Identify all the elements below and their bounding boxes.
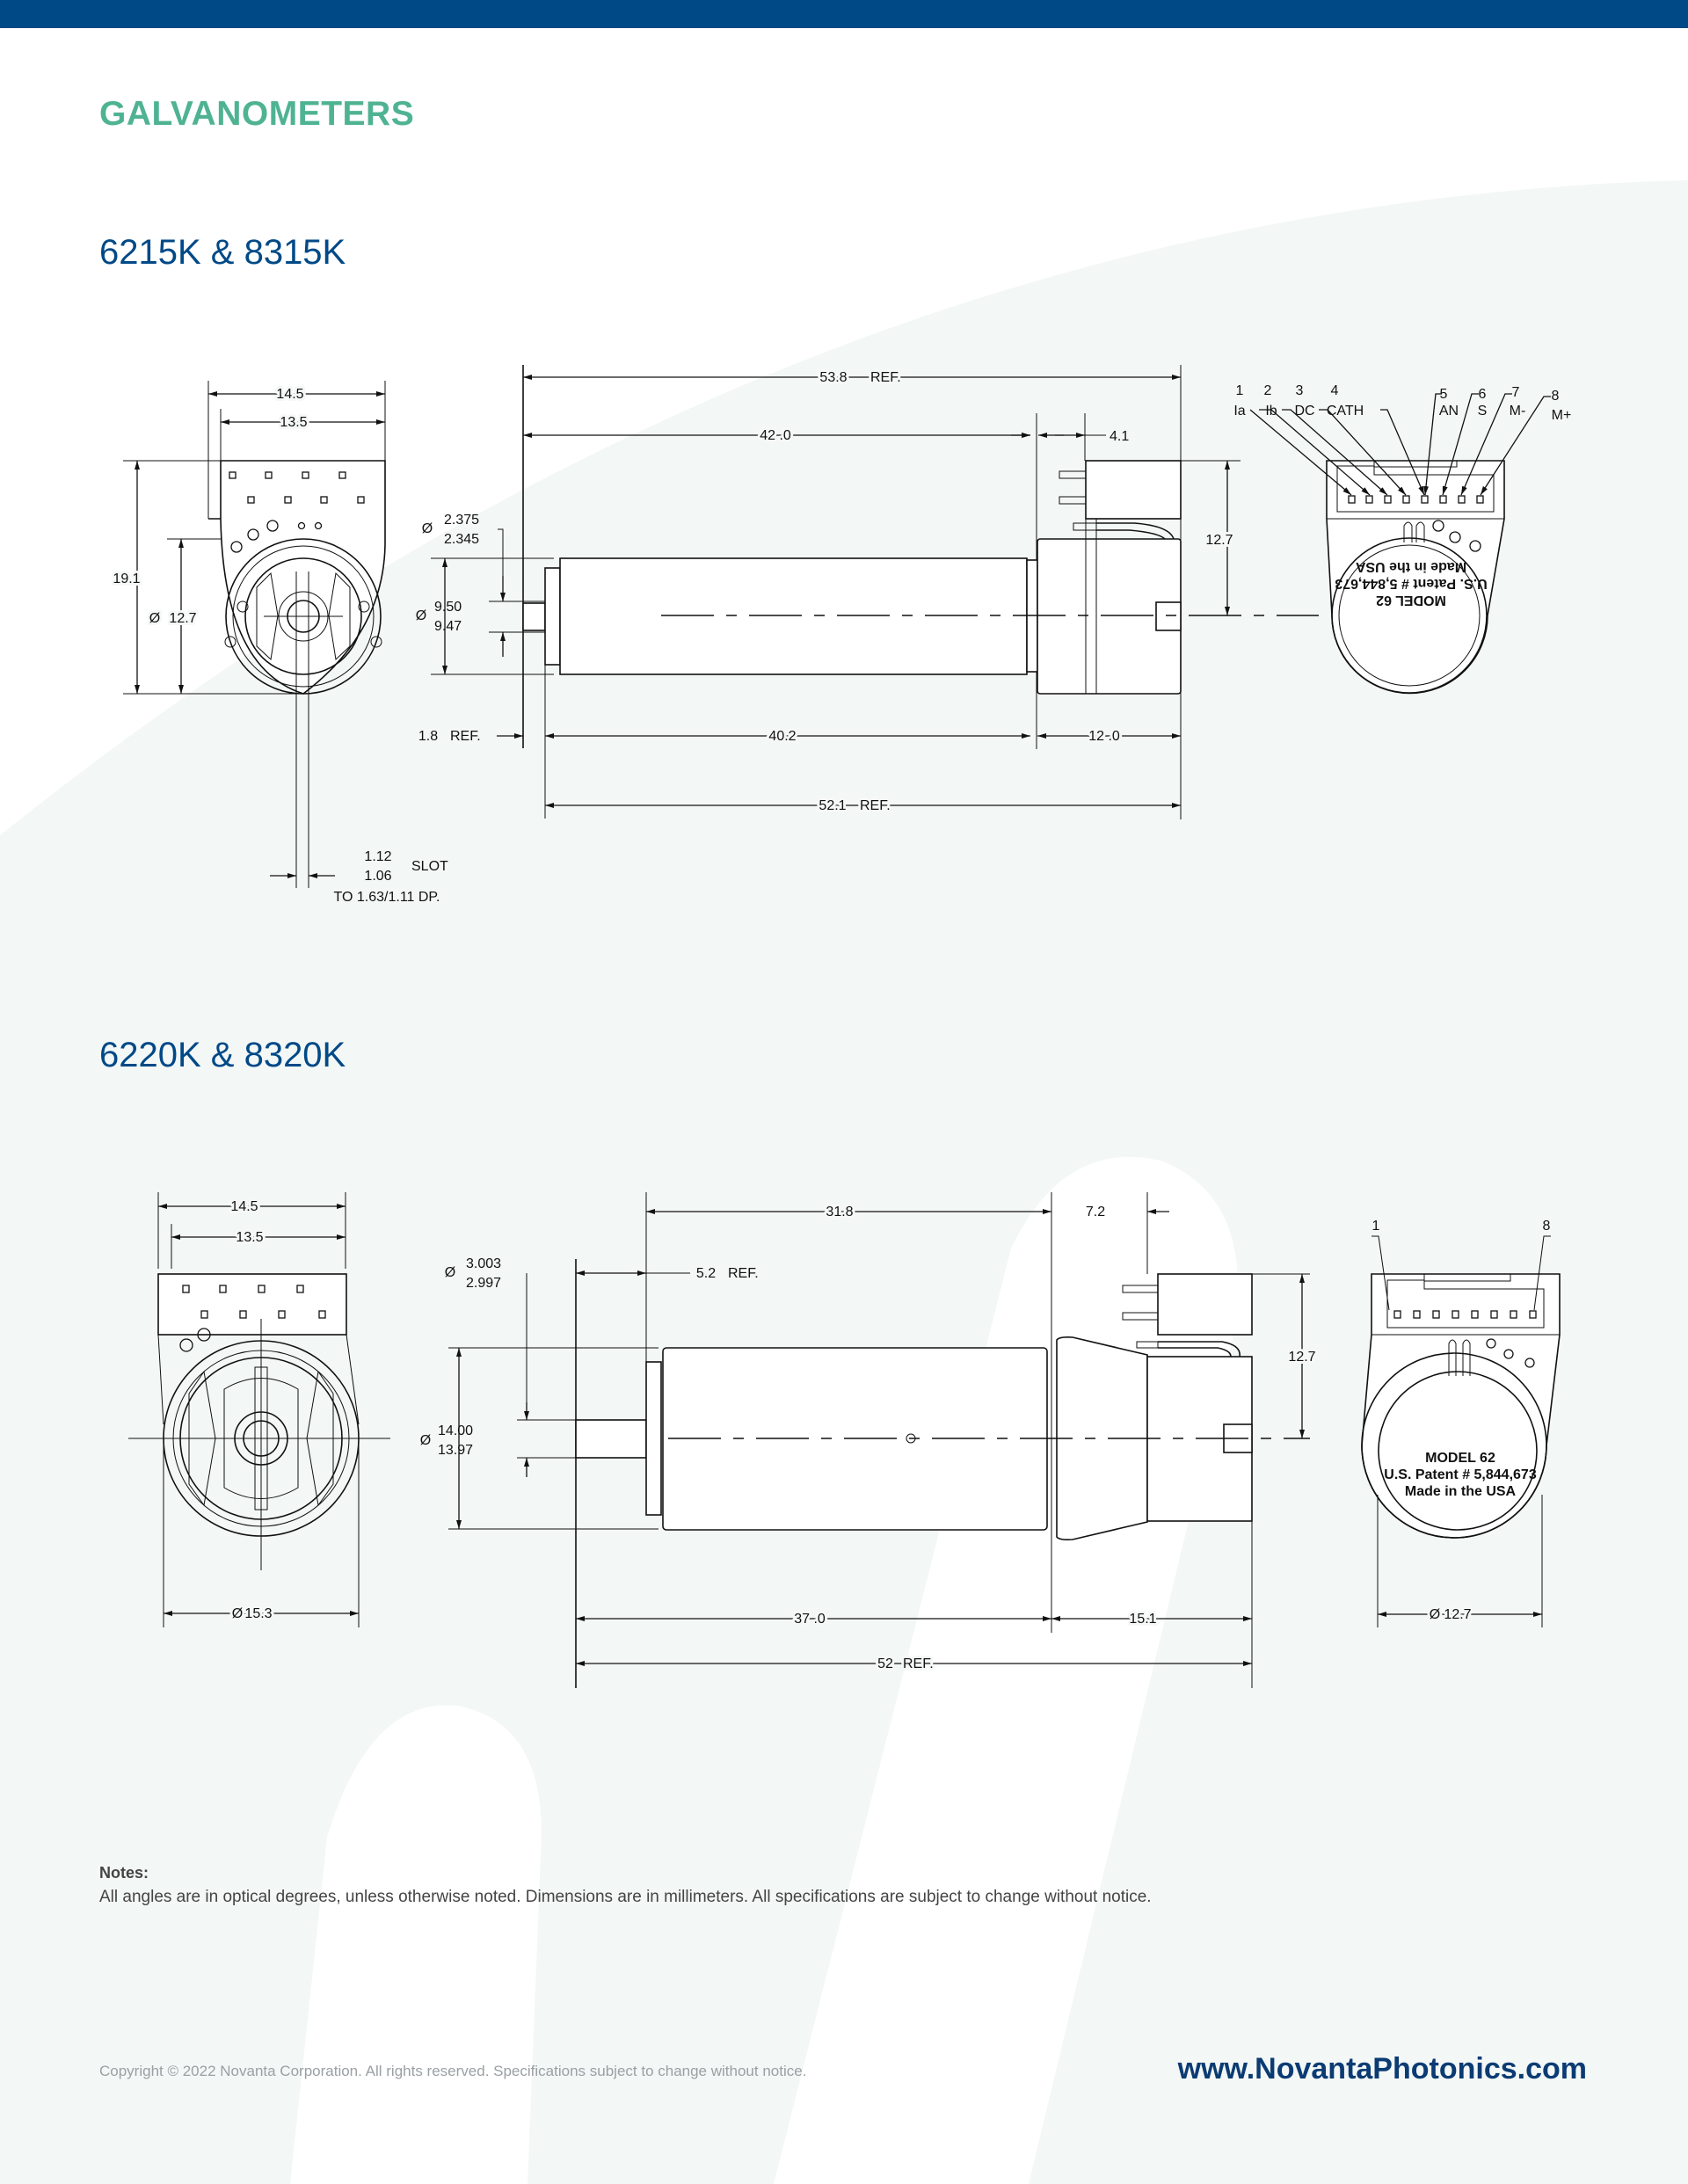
pin-number: 8 [1552,389,1560,404]
dim-height-12-7: 12.7 [1205,533,1233,548]
pin-number: 4 [1331,383,1339,398]
pin-number: 5 [1440,387,1448,402]
origin-label: Made in the USA [1355,559,1466,574]
dim-width-inner: 13.5 [280,415,307,430]
dim-width-inner: 13.5 [236,1230,263,1245]
dim-flange: 1.8 [418,729,438,744]
slot-max: 1.12 [364,849,391,864]
pin-name: S [1478,404,1488,419]
end-view-6215k: MODEL 62 U.S. Patent # 5,844,673 Made in… [1233,383,1572,695]
dim-dia-symbol: Ø [149,611,160,626]
pilot-dia-symbol: Ø [416,608,426,623]
pin-number: 1 [1236,383,1244,398]
dim-total: 52.1 [819,798,846,813]
shaft-dia-symbol: Ø [422,521,433,536]
body-dia-symbol: Ø [420,1433,431,1448]
side-view-6215k: 53.8 REF. 42 .0 4.1 Ø 2.375 2.345 Ø 9.50… [416,365,1319,819]
dim-width-outer: 14.5 [276,387,303,402]
front-view-6215k: 14.5 13.5 19.1 Ø 12.7 1.12 1.06 SLOT TO … [110,381,448,905]
dim-37-0: 37 .0 [794,1612,826,1627]
pin-name: Ib [1265,404,1277,419]
dim-31-8: 31.8 [826,1205,853,1219]
end-dia: 12.7 [1444,1607,1471,1622]
dim-overall-ref: REF. [870,370,901,385]
front-view-6220k: 14.5 13.5 Ø 15.3 [128,1192,390,1627]
dim-7-2: 7.2 [1086,1205,1105,1219]
top-brand-bar [0,0,1688,28]
pinout-legend: 1 Ia 2 Ib 3 DC 4 CATH 5 AN 6 S 7 M- 8 M+ [1233,383,1572,496]
slot-min: 1.06 [364,869,391,884]
dim-flange-ref: REF. [450,729,481,744]
copyright-text: Copyright © 2022 Novanta Corporation. Al… [99,2063,807,2079]
pin-number: 6 [1479,387,1487,402]
dim-total-ref: REF. [903,1656,934,1671]
pin-name: Ia [1233,404,1245,419]
section-title-6220k: 6220K & 8320K [99,1036,346,1074]
dim-total: 52 [877,1656,893,1671]
side-view-6220k: 31.8 7.2 5.2 REF. Ø 3.003 2.997 Ø 14.00 … [420,1192,1319,1688]
notes-text: All angles are in optical degrees, unles… [99,1888,1152,1906]
dim-height: 19.1 [113,571,140,586]
section-title-6215k: 6215K & 8315K [99,233,346,272]
pin-first-label: 1 [1372,1219,1380,1234]
slot-depth: TO 1.63/1.11 DP. [334,890,440,905]
dim-5-2: 5.2 [696,1266,716,1281]
dim-height-12-7: 12.7 [1288,1350,1315,1365]
dim-overall: 53.8 [819,370,847,385]
body-dia-min: 13.97 [438,1443,473,1458]
slot-label: SLOT [411,859,448,874]
model-label: MODEL 62 [1425,1451,1495,1466]
model-label: MODEL 62 [1376,593,1446,608]
dim-4-1: 4.1 [1110,429,1129,444]
end-view-6220k: MODEL 62 U.S. Patent # 5,844,673 Made in… [1361,1219,1561,1627]
dim-42: 42 .0 [760,428,791,443]
dim-5-2-ref: REF. [728,1266,759,1281]
dim-12-0: 12 .0 [1088,729,1120,744]
pilot-dia-min: 9.47 [434,619,462,634]
dim-width-outer: 14.5 [230,1199,258,1214]
dim-dia: 12.7 [169,611,196,626]
pin-number: 7 [1512,385,1520,400]
pin-name: CATH [1327,404,1364,419]
pin-name: M- [1510,404,1526,419]
pin-name: AN [1439,404,1459,419]
notes-block: Notes: All angles are in optical degrees… [99,1864,1152,1907]
body-dia-max: 14.00 [438,1423,473,1438]
dim-total-ref: REF. [860,798,891,813]
origin-label: Made in the USA [1405,1484,1517,1499]
category-heading: GALVANOMETERS [99,95,415,133]
notes-label: Notes: [99,1864,149,1882]
shaft-dia-min: 2.345 [444,532,479,547]
pin-number: 3 [1296,383,1304,398]
pin-last-label: 8 [1543,1219,1551,1234]
shaft-dia-symbol: Ø [445,1265,455,1280]
patent-label: U.S. Patent # 5,844,673 [1335,576,1488,591]
dim-40-2: 40.2 [768,729,796,744]
pin-number: 2 [1264,383,1272,398]
pilot-dia-max: 9.50 [434,600,462,615]
shaft-dia-min: 2.997 [466,1276,501,1291]
dim-dia-symbol: Ø [232,1606,243,1621]
shaft-dia-max: 3.003 [466,1256,501,1271]
pin-name: DC [1294,404,1314,419]
dim-15-1: 15.1 [1129,1612,1156,1627]
end-dia-symbol: Ø [1430,1607,1440,1622]
patent-label: U.S. Patent # 5,844,673 [1384,1467,1537,1482]
dim-dia: 15.3 [244,1606,272,1621]
pin-name: M+ [1552,408,1572,423]
shaft-dia-max: 2.375 [444,513,479,528]
website-link[interactable]: www.NovantaPhotonics.com [1177,2052,1587,2086]
